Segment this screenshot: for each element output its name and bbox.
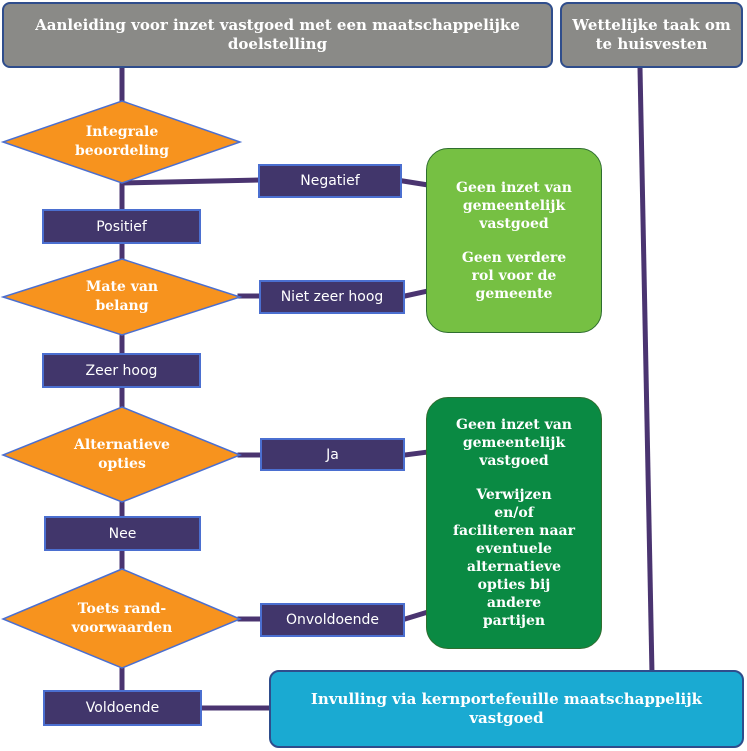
connector-ja-to-outcome2 — [402, 449, 431, 458]
connector-legal-to-final — [637, 65, 655, 677]
header-main-text: Aanleiding voor inzet vastgoed met een m… — [35, 16, 520, 53]
final-outcome-text: Invulling via kernportefeuille maatschap… — [310, 690, 703, 727]
label-voldoende-text: Voldoende — [85, 700, 160, 716]
decision-integrale-beoordeling-text: Integrale beoordeling — [74, 124, 170, 159]
outcome-no-role-box: Geen inzet van gemeentelijk vastgoed Gee… — [426, 148, 602, 333]
decision-alternatieve-opties-text: Alternatieve opties — [74, 437, 170, 472]
outcome-no-role-line2: Geen verdere rol voor de gemeente — [461, 249, 567, 302]
header-legal-text: Wettelijke taak om te huisvesten — [572, 16, 731, 53]
decision-diamond-integrale-beoordeling — [0, 100, 243, 184]
label-negatief: Negatief — [258, 164, 402, 198]
label-nee: Nee — [44, 516, 201, 551]
outcome-no-role-line1: Geen inzet van gemeentelijk vastgoed — [456, 179, 572, 232]
connector-onvoldoende-to-outcome2 — [401, 608, 432, 623]
label-niet-zeer-hoog-text: Niet zeer hoog — [280, 289, 384, 305]
connector-nietzeerhoog-to-outcome1 — [402, 288, 431, 299]
label-ja-text: Ja — [326, 446, 339, 463]
decision-diamond-mate-van-belang — [0, 258, 243, 336]
label-positief: Positief — [42, 209, 201, 244]
label-negatief-text: Negatief — [300, 173, 360, 189]
label-onvoldoende: Onvoldoende — [260, 603, 405, 637]
connector-negatief-to-outcome1 — [400, 178, 431, 188]
label-onvoldoende-text: Onvoldoende — [285, 612, 380, 628]
header-main-box: Aanleiding voor inzet vastgoed met een m… — [2, 2, 553, 68]
outcome-refer-line2: Verwijzen en/of faciliteren naar eventue… — [453, 487, 575, 629]
outcome-refer-box: Geen inzet van gemeentelijk vastgoed Ver… — [426, 397, 602, 649]
decision-toets-randvoorwaarden-text: Toets rand- voorwaarden — [71, 601, 173, 636]
label-zeer-hoog: Zeer hoog — [42, 353, 201, 388]
decision-diamond-toets-randvoorwaarden — [1, 568, 242, 669]
label-ja: Ja — [260, 438, 405, 471]
label-nee-text: Nee — [108, 525, 137, 542]
label-voldoende: Voldoende — [43, 690, 202, 726]
decision-diamond-alternatieve-opties — [0, 406, 243, 503]
decision-mate-van-belang-text: Mate van belang — [85, 279, 159, 314]
header-legal-box: Wettelijke taak om te huisvesten — [560, 2, 743, 68]
label-positief-text: Positief — [96, 218, 147, 235]
final-outcome-box: Invulling via kernportefeuille maatschap… — [269, 670, 744, 748]
label-zeer-hoog-text: Zeer hoog — [85, 362, 158, 379]
outcome-refer-line1: Geen inzet van gemeentelijk vastgoed — [456, 417, 572, 469]
label-niet-zeer-hoog: Niet zeer hoog — [259, 280, 405, 314]
connector-decision1-to-negatief — [119, 177, 261, 186]
